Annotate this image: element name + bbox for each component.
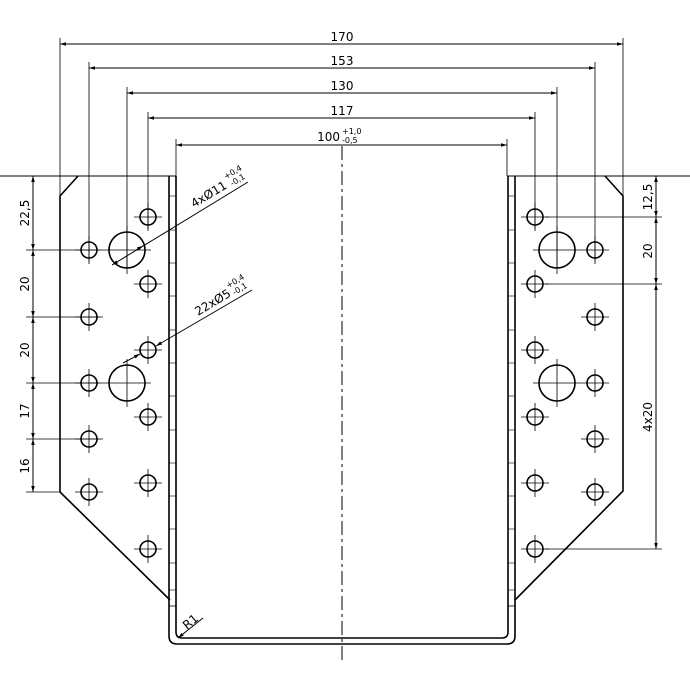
width-dimension-lines bbox=[60, 42, 623, 147]
small-hole bbox=[134, 403, 162, 431]
left-plate-outline bbox=[0, 175, 176, 601]
dim-100: 100 bbox=[317, 130, 340, 144]
svg-text:22xØ5: 22xØ5 bbox=[192, 286, 233, 318]
small-hole bbox=[75, 478, 103, 506]
dim-17: 17 bbox=[18, 403, 32, 418]
dim-170: 170 bbox=[331, 30, 354, 44]
dim-20-right: 20 bbox=[641, 243, 655, 258]
u-channel bbox=[168, 176, 516, 645]
small-hole bbox=[134, 270, 162, 298]
large-hole bbox=[103, 359, 151, 407]
small-hole bbox=[521, 535, 549, 563]
svg-text:R1: R1 bbox=[180, 611, 201, 632]
dim-16: 16 bbox=[18, 458, 32, 473]
dim-20-a: 20 bbox=[18, 276, 32, 291]
small-hole bbox=[581, 303, 609, 331]
small-hole bbox=[521, 336, 549, 364]
dim-100-tol-upper: +1,0 bbox=[342, 127, 361, 136]
dim-12-5: 12,5 bbox=[641, 184, 655, 211]
small-hole bbox=[581, 478, 609, 506]
extension-lines bbox=[26, 38, 662, 550]
dim-130: 130 bbox=[331, 79, 354, 93]
small-hole bbox=[134, 469, 162, 497]
right-plate-outline bbox=[507, 175, 690, 601]
dim-117: 117 bbox=[331, 104, 354, 118]
small-hole bbox=[581, 369, 609, 397]
small-hole bbox=[521, 469, 549, 497]
small-hole bbox=[134, 336, 162, 364]
small-hole-callout: 22xØ5 +0,4 -0,1 bbox=[122, 273, 253, 364]
large-hole bbox=[533, 359, 581, 407]
small-hole bbox=[581, 425, 609, 453]
small-hole bbox=[134, 535, 162, 563]
small-hole bbox=[521, 270, 549, 298]
dim-22-5: 22,5 bbox=[18, 200, 32, 227]
dim-4x20: 4x20 bbox=[641, 402, 655, 432]
channel-hidden-edges bbox=[169, 195, 515, 591]
dim-100-tol-lower: -0,5 bbox=[342, 136, 358, 145]
dim-20-b: 20 bbox=[18, 342, 32, 357]
radius-callout: R1 bbox=[177, 611, 204, 639]
small-hole bbox=[521, 403, 549, 431]
dim-153: 153 bbox=[331, 54, 354, 68]
